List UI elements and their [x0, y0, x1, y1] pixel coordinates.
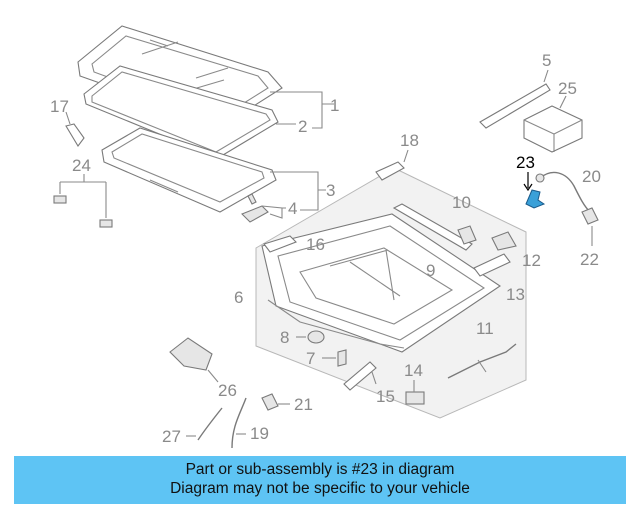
label-part-6: 6 [234, 288, 243, 307]
label-part-14: 14 [404, 361, 423, 380]
highlighted-part-23 [523, 172, 546, 209]
label-part-22: 22 [580, 250, 599, 269]
info-banner: Part or sub-assembly is #23 in diagram D… [14, 456, 626, 504]
banner-line-disclaimer: Diagram may not be specific to your vehi… [170, 480, 470, 497]
drain-trim [65, 111, 85, 147]
control-module [523, 105, 583, 153]
stop-block [405, 391, 425, 405]
label-part-25: 25 [558, 79, 577, 98]
sunshade-panel [101, 127, 277, 213]
label-part-4: 4 [288, 199, 297, 218]
label-part-16: 16 [306, 235, 325, 254]
banner-line-part: Part or sub-assembly is #23 in diagram [185, 461, 455, 478]
label-part-1: 1 [330, 96, 339, 115]
wind-deflector [263, 235, 297, 253]
label-part-26: 26 [218, 381, 237, 400]
leader-3 [270, 171, 326, 211]
label-part-10: 10 [452, 193, 471, 212]
cap-clip [337, 349, 347, 367]
drive-cable [447, 343, 517, 379]
drain-hose-rear [539, 171, 591, 213]
label-part-27: 27 [162, 427, 181, 446]
clip-set [53, 174, 113, 228]
label-part-15: 15 [376, 387, 395, 406]
grommet [307, 330, 325, 344]
motor-bracket [491, 231, 517, 251]
label-part-2: 2 [298, 117, 307, 136]
label-part-8: 8 [280, 328, 289, 347]
cable-leader [477, 359, 487, 373]
label-part-13: 13 [506, 285, 525, 304]
label-part-5: 5 [542, 51, 551, 70]
sunshade-guide [241, 193, 286, 223]
leader-1 [270, 91, 334, 129]
support-rod [479, 83, 551, 129]
label-part-7: 7 [306, 349, 315, 368]
crank-handle [343, 361, 377, 391]
label-part-9: 9 [426, 261, 435, 280]
drain-hose-front [375, 161, 405, 181]
hose-clamp [581, 207, 599, 225]
sunroof-motor [169, 337, 213, 371]
mount-bracket [457, 225, 477, 245]
label-part-24: 24 [72, 156, 91, 175]
label-part-20: 20 [582, 167, 601, 186]
label-part-17: 17 [50, 97, 69, 116]
label-part-23: 23 [516, 153, 535, 172]
label-part-11: 11 [476, 319, 494, 338]
side-guide [473, 253, 511, 277]
sunroof-frame [261, 213, 501, 353]
front-rail [392, 203, 473, 251]
drain-hose-27 [197, 407, 223, 441]
label-part-18: 18 [400, 131, 419, 150]
label-part-21: 21 [294, 395, 313, 414]
label-part-19: 19 [250, 424, 269, 443]
label-part-3: 3 [326, 181, 335, 200]
label-part-12: 12 [522, 251, 541, 270]
glass-weatherstrip [83, 65, 279, 159]
drain-hose-19 [231, 397, 247, 449]
drain-valve [261, 393, 279, 411]
